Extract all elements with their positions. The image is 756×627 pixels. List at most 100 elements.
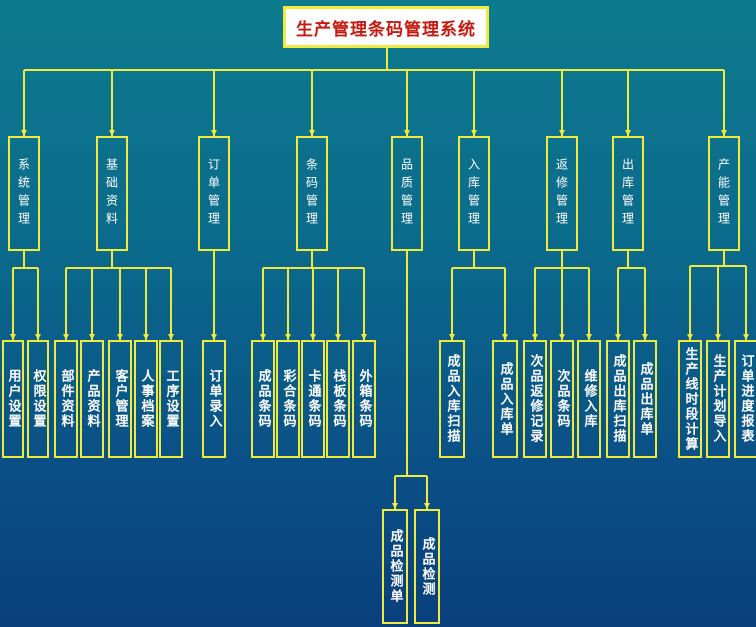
item-code-3-label: 栈板条码 xyxy=(330,369,346,429)
child-arrow-code-1 xyxy=(285,334,291,340)
category-arrow-sys xyxy=(21,130,27,136)
child-arrow-cap-0 xyxy=(687,334,693,340)
item-base-4: 工序设置 xyxy=(159,340,183,458)
item-base-4-label: 工序设置 xyxy=(163,369,179,429)
category-sys-label: 系统管理 xyxy=(16,157,31,230)
item-code-1-label: 彩合条码 xyxy=(280,369,296,429)
item-repair-1: 次品条码 xyxy=(550,340,574,458)
category-arrow-repair xyxy=(559,130,565,136)
child-arrow-code-2 xyxy=(310,334,316,340)
item-in-1: 成品入库单 xyxy=(492,340,518,458)
child-arrow-code-3 xyxy=(335,334,341,340)
child-arrow-in-0 xyxy=(449,334,455,340)
category-order: 订单管理 xyxy=(198,136,230,251)
category-out: 出库管理 xyxy=(612,136,644,251)
item-base-2-label: 客户管理 xyxy=(112,369,128,429)
category-arrow-base xyxy=(109,130,115,136)
item-cap-1: 生产计划导入 xyxy=(706,340,730,458)
item-base-1-label: 产品资料 xyxy=(84,369,100,429)
child-arrow-base-2 xyxy=(117,334,123,340)
item-sys-0: 用户设置 xyxy=(2,340,24,458)
item-code-4-label: 外箱条码 xyxy=(356,369,372,429)
item-out-0-label: 成品出库扫描 xyxy=(610,354,626,444)
item-in-0-label: 成品入库扫描 xyxy=(444,354,460,444)
item-base-3-label: 人事档案 xyxy=(138,369,154,429)
item-cap-2: 订单进度报表 xyxy=(734,340,756,458)
item-code-3: 栈板条码 xyxy=(326,340,350,458)
category-repair-label: 返修管理 xyxy=(554,157,569,230)
child-arrow-in-1 xyxy=(502,334,508,340)
category-arrow-code xyxy=(309,130,315,136)
child-arrow-qc-1 xyxy=(424,503,430,509)
item-base-3: 人事档案 xyxy=(134,340,158,458)
item-code-2: 卡通条码 xyxy=(301,340,325,458)
item-repair-2: 维修入库 xyxy=(577,340,601,458)
item-code-1: 彩合条码 xyxy=(276,340,300,458)
child-arrow-cap-1 xyxy=(715,334,721,340)
item-code-4: 外箱条码 xyxy=(352,340,376,458)
item-code-2-label: 卡通条码 xyxy=(305,369,321,429)
item-order-0: 订单录入 xyxy=(202,340,226,458)
child-arrow-sys-0 xyxy=(10,334,16,340)
item-repair-2-label: 维修入库 xyxy=(581,369,597,429)
item-sys-1: 权限设置 xyxy=(27,340,49,458)
category-qc: 品质管理 xyxy=(391,136,423,251)
category-code: 条码管理 xyxy=(296,136,328,251)
system-title: 生产管理条码管理系统 xyxy=(296,19,476,40)
item-base-0: 部件资料 xyxy=(54,340,78,458)
system-title-box: 生产管理条码管理系统 xyxy=(283,6,489,48)
category-qc-label: 品质管理 xyxy=(399,157,414,230)
category-code-label: 条码管理 xyxy=(304,157,319,230)
category-in: 入库管理 xyxy=(458,136,490,251)
category-arrow-order xyxy=(211,130,217,136)
item-qc-1: 成品检测 xyxy=(414,509,440,624)
child-arrow-sys-1 xyxy=(35,334,41,340)
item-base-1: 产品资料 xyxy=(80,340,104,458)
item-out-0: 成品出库扫描 xyxy=(606,340,630,458)
category-arrow-qc xyxy=(404,130,410,136)
child-arrow-base-0 xyxy=(63,334,69,340)
category-arrow-in xyxy=(471,130,477,136)
child-arrow-cap-2 xyxy=(743,334,749,340)
item-out-1-label: 成品出库单 xyxy=(637,361,653,437)
item-qc-0: 成品检测单 xyxy=(382,509,408,624)
item-in-1-label: 成品入库单 xyxy=(497,361,513,437)
item-base-2: 客户管理 xyxy=(108,340,132,458)
item-code-0-label: 成品条码 xyxy=(255,369,271,429)
child-arrow-repair-0 xyxy=(532,334,538,340)
child-arrow-qc-0 xyxy=(392,503,398,509)
item-code-0: 成品条码 xyxy=(251,340,275,458)
child-arrow-code-0 xyxy=(260,334,266,340)
item-qc-1-label: 成品检测 xyxy=(419,536,435,597)
category-cap-label: 产能管理 xyxy=(716,157,731,230)
category-out-label: 出库管理 xyxy=(620,157,635,230)
category-base: 基础资料 xyxy=(96,136,128,251)
category-cap: 产能管理 xyxy=(708,136,740,251)
category-in-label: 入库管理 xyxy=(466,157,481,230)
item-cap-1-label: 生产计划导入 xyxy=(710,354,726,444)
category-repair: 返修管理 xyxy=(546,136,578,251)
item-base-0-label: 部件资料 xyxy=(58,369,74,429)
item-cap-2-label: 订单进度报表 xyxy=(738,354,754,444)
item-in-0: 成品入库扫描 xyxy=(439,340,465,458)
child-arrow-base-3 xyxy=(143,334,149,340)
child-arrow-out-1 xyxy=(642,334,648,340)
item-repair-0-label: 次品返修记录 xyxy=(527,354,543,444)
item-repair-1-label: 次品条码 xyxy=(554,369,570,429)
child-arrow-repair-1 xyxy=(559,334,565,340)
item-out-1: 成品出库单 xyxy=(633,340,657,458)
child-arrow-out-0 xyxy=(615,334,621,340)
item-cap-0: 生产线时段计算 xyxy=(678,340,702,458)
category-arrow-out xyxy=(625,130,631,136)
child-arrow-repair-2 xyxy=(586,334,592,340)
child-arrow-base-4 xyxy=(168,334,174,340)
item-cap-0-label: 生产线时段计算 xyxy=(682,346,698,452)
child-arrow-order-0 xyxy=(211,334,217,340)
item-sys-0-label: 用户设置 xyxy=(5,369,21,429)
child-arrow-code-4 xyxy=(361,334,367,340)
child-arrow-base-1 xyxy=(89,334,95,340)
category-sys: 系统管理 xyxy=(8,136,40,251)
category-arrow-cap xyxy=(721,130,727,136)
item-order-0-label: 订单录入 xyxy=(206,369,222,429)
